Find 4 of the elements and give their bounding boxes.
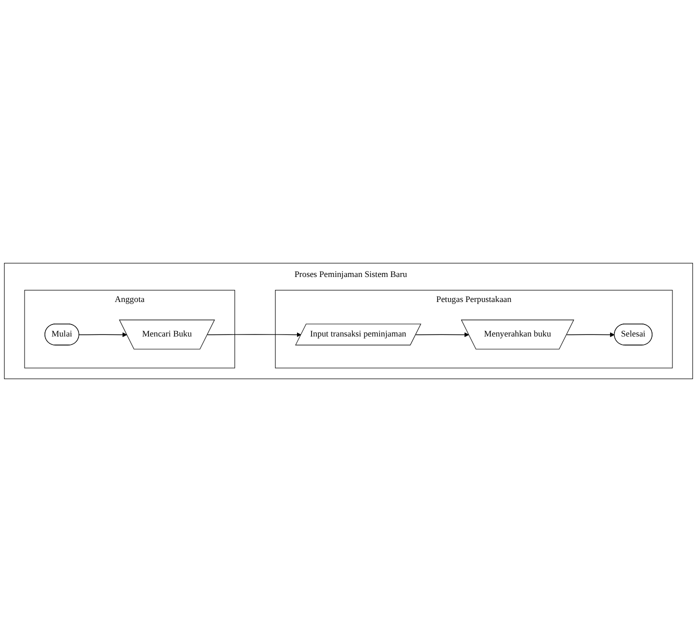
arrow: [78, 332, 128, 338]
arrow: [415, 332, 470, 338]
arrow: [566, 332, 615, 338]
arrow: [207, 332, 302, 338]
